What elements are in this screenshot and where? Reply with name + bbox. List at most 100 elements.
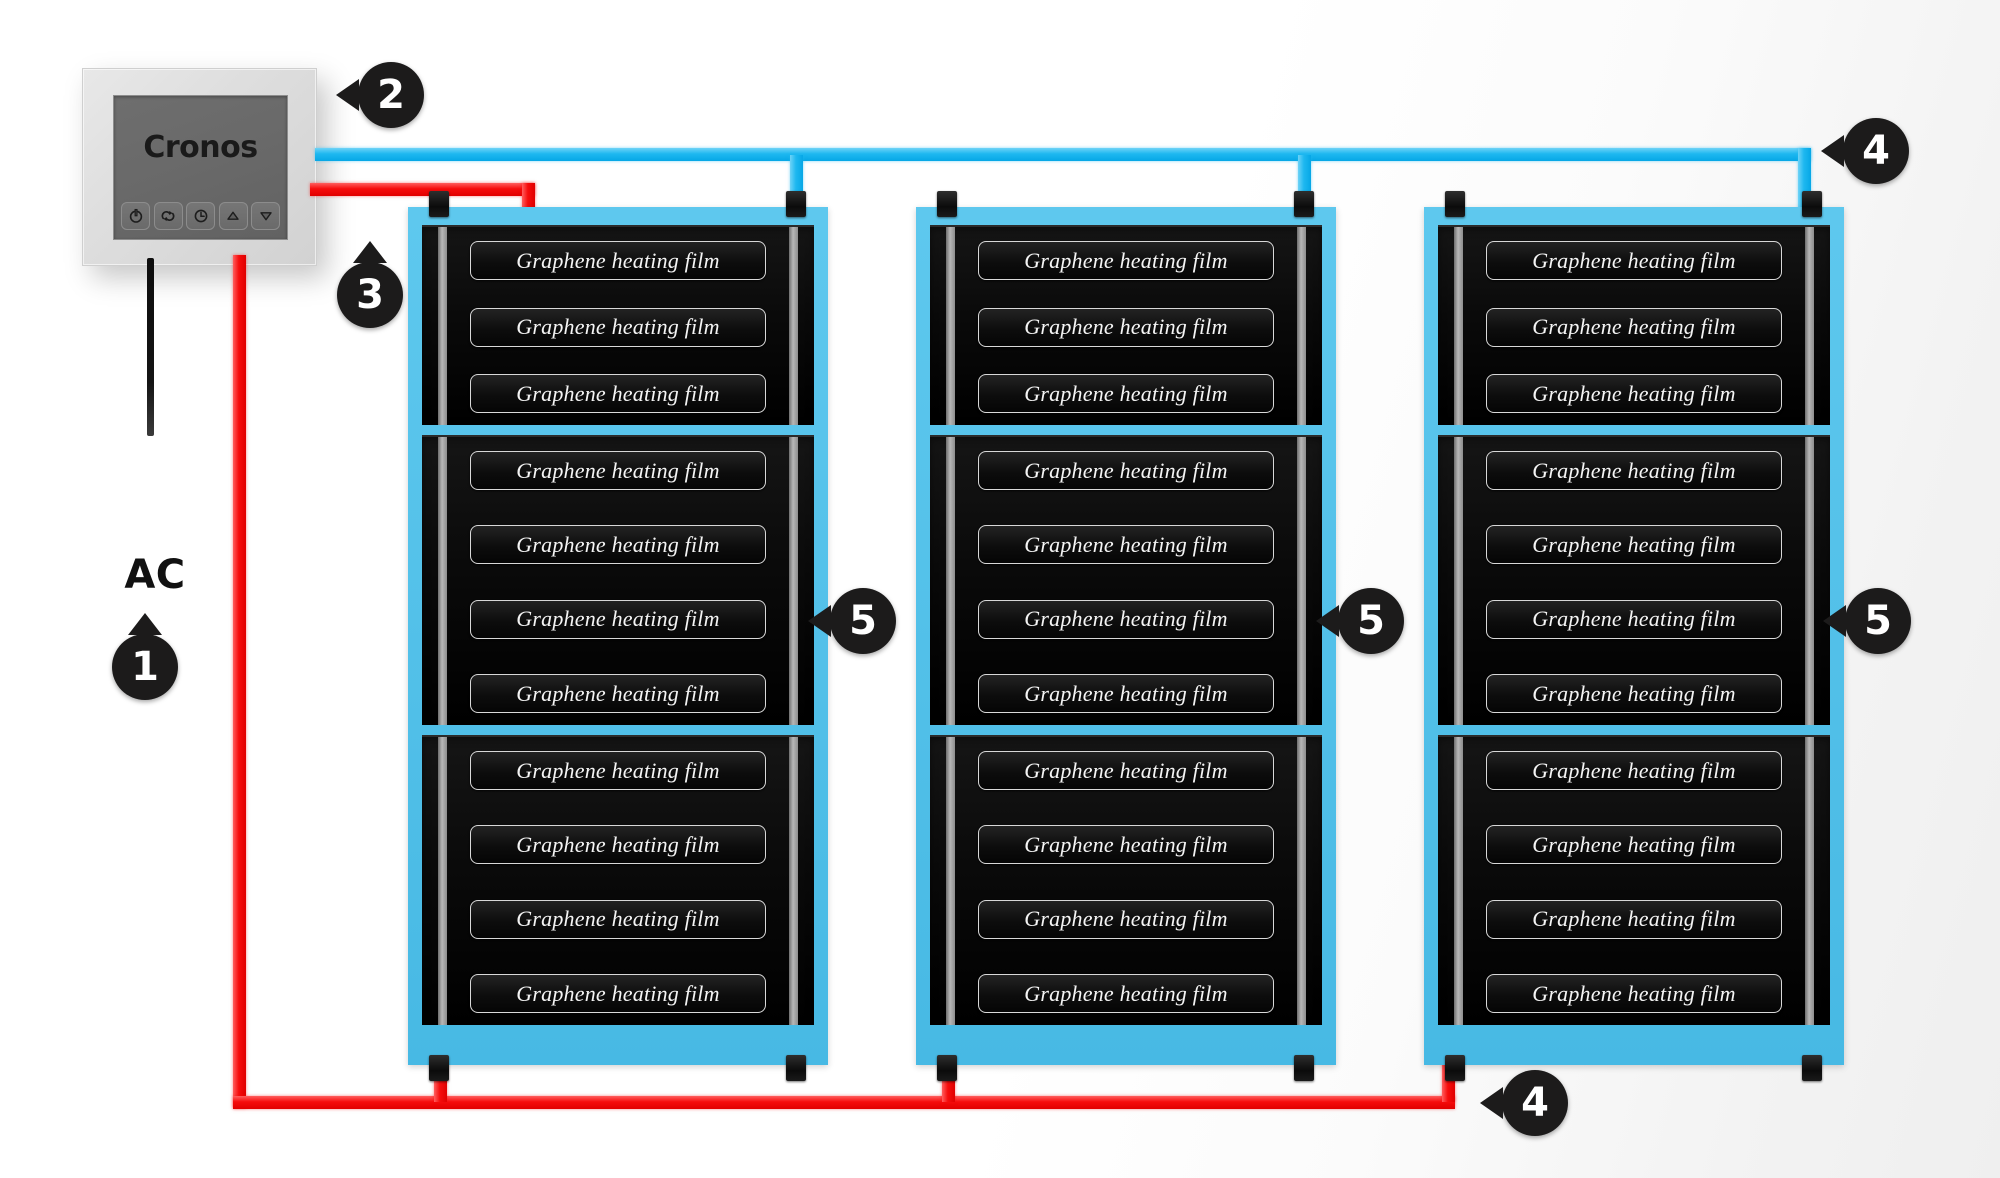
film-label: Graphene heating film <box>1532 831 1736 857</box>
callout-badge-4b: 4 <box>1480 1070 1568 1136</box>
film-label: Graphene heating film <box>1532 606 1736 632</box>
callout-number: 5 <box>849 598 877 644</box>
graphene-heating-film[interactable]: Graphene heating film <box>470 751 766 790</box>
busbar-left <box>438 437 447 725</box>
film-label: Graphene heating film <box>1532 906 1736 932</box>
film-label: Graphene heating film <box>1024 380 1228 406</box>
graphene-heating-film[interactable]: Graphene heating film <box>1486 974 1782 1013</box>
live-wire-thermostat-lead <box>310 183 535 196</box>
callout-number: 1 <box>131 644 159 690</box>
graphene-heating-film[interactable]: Graphene heating film <box>1486 307 1782 347</box>
film-label: Graphene heating film <box>1024 831 1228 857</box>
busbar-right <box>789 227 798 425</box>
graphene-heating-film[interactable]: Graphene heating film <box>470 825 766 865</box>
film-label: Graphene heating film <box>516 757 720 783</box>
callout-badge-5c: 5 <box>1823 588 1911 654</box>
graphene-heating-film[interactable]: Graphene heating film <box>978 241 1274 280</box>
graphene-heating-film[interactable]: Graphene heating film <box>470 599 766 639</box>
busbar-left <box>1454 737 1463 1025</box>
graphene-heating-film[interactable]: Graphene heating film <box>1486 751 1782 790</box>
graphene-heating-film[interactable]: Graphene heating film <box>470 974 766 1013</box>
connector-top-left <box>429 191 449 217</box>
film-label: Graphene heating film <box>1532 980 1736 1006</box>
graphene-heating-film[interactable]: Graphene heating film <box>978 307 1274 347</box>
graphene-heating-film[interactable]: Graphene heating film <box>470 674 766 713</box>
callout-number: 5 <box>1357 598 1385 644</box>
graphene-heating-film[interactable]: Graphene heating film <box>978 674 1274 713</box>
busbar-left <box>438 737 447 1025</box>
graphene-heating-film[interactable]: Graphene heating film <box>1486 451 1782 490</box>
graphene-heating-film[interactable]: Graphene heating film <box>1486 241 1782 280</box>
graphene-heating-film[interactable]: Graphene heating film <box>1486 525 1782 565</box>
connector-top-left <box>1445 191 1465 217</box>
film-label: Graphene heating film <box>1024 980 1228 1006</box>
power-icon <box>128 208 144 224</box>
connector-top-right <box>786 191 806 217</box>
graphene-heating-film[interactable]: Graphene heating film <box>978 599 1274 639</box>
triangle-left-icon <box>1316 605 1339 637</box>
graphene-heating-film[interactable]: Graphene heating film <box>978 899 1274 939</box>
graphene-heating-film[interactable]: Graphene heating film <box>978 374 1274 413</box>
connector-top-left <box>937 191 957 217</box>
triangle-up-icon <box>225 208 241 224</box>
film-label: Graphene heating film <box>516 680 720 706</box>
timer-button[interactable] <box>186 202 215 230</box>
connector-bottom-right <box>786 1055 806 1081</box>
connector-bottom-right <box>1294 1055 1314 1081</box>
graphene-heating-film[interactable]: Graphene heating film <box>1486 825 1782 865</box>
film-label: Graphene heating film <box>1024 531 1228 557</box>
connector-bottom-left <box>937 1055 957 1081</box>
graphene-heating-film[interactable]: Graphene heating film <box>978 451 1274 490</box>
graphene-heating-film[interactable]: Graphene heating film <box>470 374 766 413</box>
callout-number: 2 <box>377 72 405 118</box>
film-label: Graphene heating film <box>516 531 720 557</box>
callout-badge-2: 2 <box>336 62 424 128</box>
film-label: Graphene heating film <box>516 906 720 932</box>
graphene-heating-film[interactable]: Graphene heating film <box>978 974 1274 1013</box>
thermostat-display: Cronos <box>113 95 288 240</box>
up-button[interactable] <box>218 202 248 230</box>
graphene-heating-film[interactable]: Graphene heating film <box>470 899 766 939</box>
graphene-heating-film[interactable]: Graphene heating film <box>978 525 1274 565</box>
graphene-heating-film[interactable]: Graphene heating film <box>1486 599 1782 639</box>
film-label: Graphene heating film <box>1024 757 1228 783</box>
film-label: Graphene heating film <box>1532 457 1736 483</box>
live-wire-bottom-bus <box>233 1096 1455 1109</box>
graphene-heating-film[interactable]: Graphene heating film <box>1486 899 1782 939</box>
film-label: Graphene heating film <box>516 831 720 857</box>
triangle-left-icon <box>1823 605 1846 637</box>
down-button[interactable] <box>251 202 280 230</box>
connector-bottom-right <box>1802 1055 1822 1081</box>
graphene-heating-film[interactable]: Graphene heating film <box>470 451 766 490</box>
mode-button[interactable] <box>153 202 183 230</box>
graphene-heating-film[interactable]: Graphene heating film <box>1486 374 1782 413</box>
film-label: Graphene heating film <box>1532 531 1736 557</box>
film-label: Graphene heating film <box>516 380 720 406</box>
power-button[interactable] <box>121 202 150 230</box>
film-label: Graphene heating film <box>1024 906 1228 932</box>
triangle-up-icon <box>353 241 387 263</box>
graphene-heating-film[interactable]: Graphene heating film <box>1486 674 1782 713</box>
graphene-heating-film[interactable]: Graphene heating film <box>978 751 1274 790</box>
graphene-heating-film[interactable]: Graphene heating film <box>470 525 766 565</box>
busbar-left <box>946 227 955 425</box>
callout-number: 4 <box>1521 1080 1549 1126</box>
busbar-left <box>946 437 955 725</box>
graphene-heating-film[interactable]: Graphene heating film <box>470 307 766 347</box>
busbar-left <box>438 227 447 425</box>
ac-mains-cable <box>147 258 154 436</box>
thermostat-cronos[interactable]: Cronos <box>82 68 317 266</box>
film-label: Graphene heating film <box>1024 457 1228 483</box>
busbar-right <box>1297 437 1306 725</box>
busbar-left <box>1454 227 1463 425</box>
connector-top-right <box>1294 191 1314 217</box>
graphene-heating-film[interactable]: Graphene heating film <box>978 825 1274 865</box>
film-label: Graphene heating film <box>1532 680 1736 706</box>
triangle-left-icon <box>1480 1087 1503 1119</box>
graphene-heating-film[interactable]: Graphene heating film <box>470 241 766 280</box>
